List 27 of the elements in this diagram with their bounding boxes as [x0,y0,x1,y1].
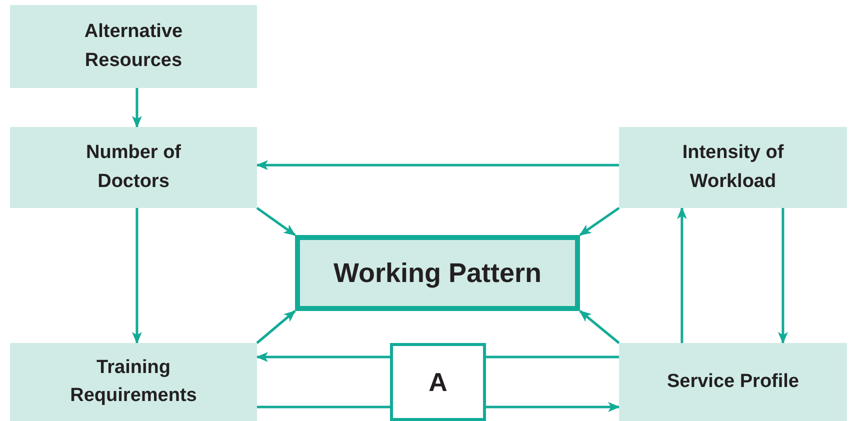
process-box [619,343,847,421]
connector-line [257,406,390,408]
arrow [486,402,620,412]
arrow [132,208,142,344]
box-label: Training Requirements [69,356,198,408]
arrow [256,310,296,344]
arrow [778,208,788,344]
process-box [619,127,847,208]
arrow [579,310,620,344]
process-box [10,127,257,208]
arrow [676,207,687,343]
box-label: Intensity of Workload [681,141,785,194]
box-label: Number of Doctors [85,141,182,194]
process-box [10,5,257,88]
label-box [390,343,486,421]
arrow [579,206,620,236]
arrow [256,206,296,236]
box-label: Working Pattern [333,256,542,290]
box-label: Service Profile [666,370,800,394]
connector-line [486,356,619,358]
arrow [256,160,619,170]
process-box [10,343,257,421]
arrow [256,352,390,362]
box-label: A [428,366,448,398]
process-box [295,235,580,311]
box-label: Alternative Resources [83,20,184,72]
arrow [132,88,142,128]
